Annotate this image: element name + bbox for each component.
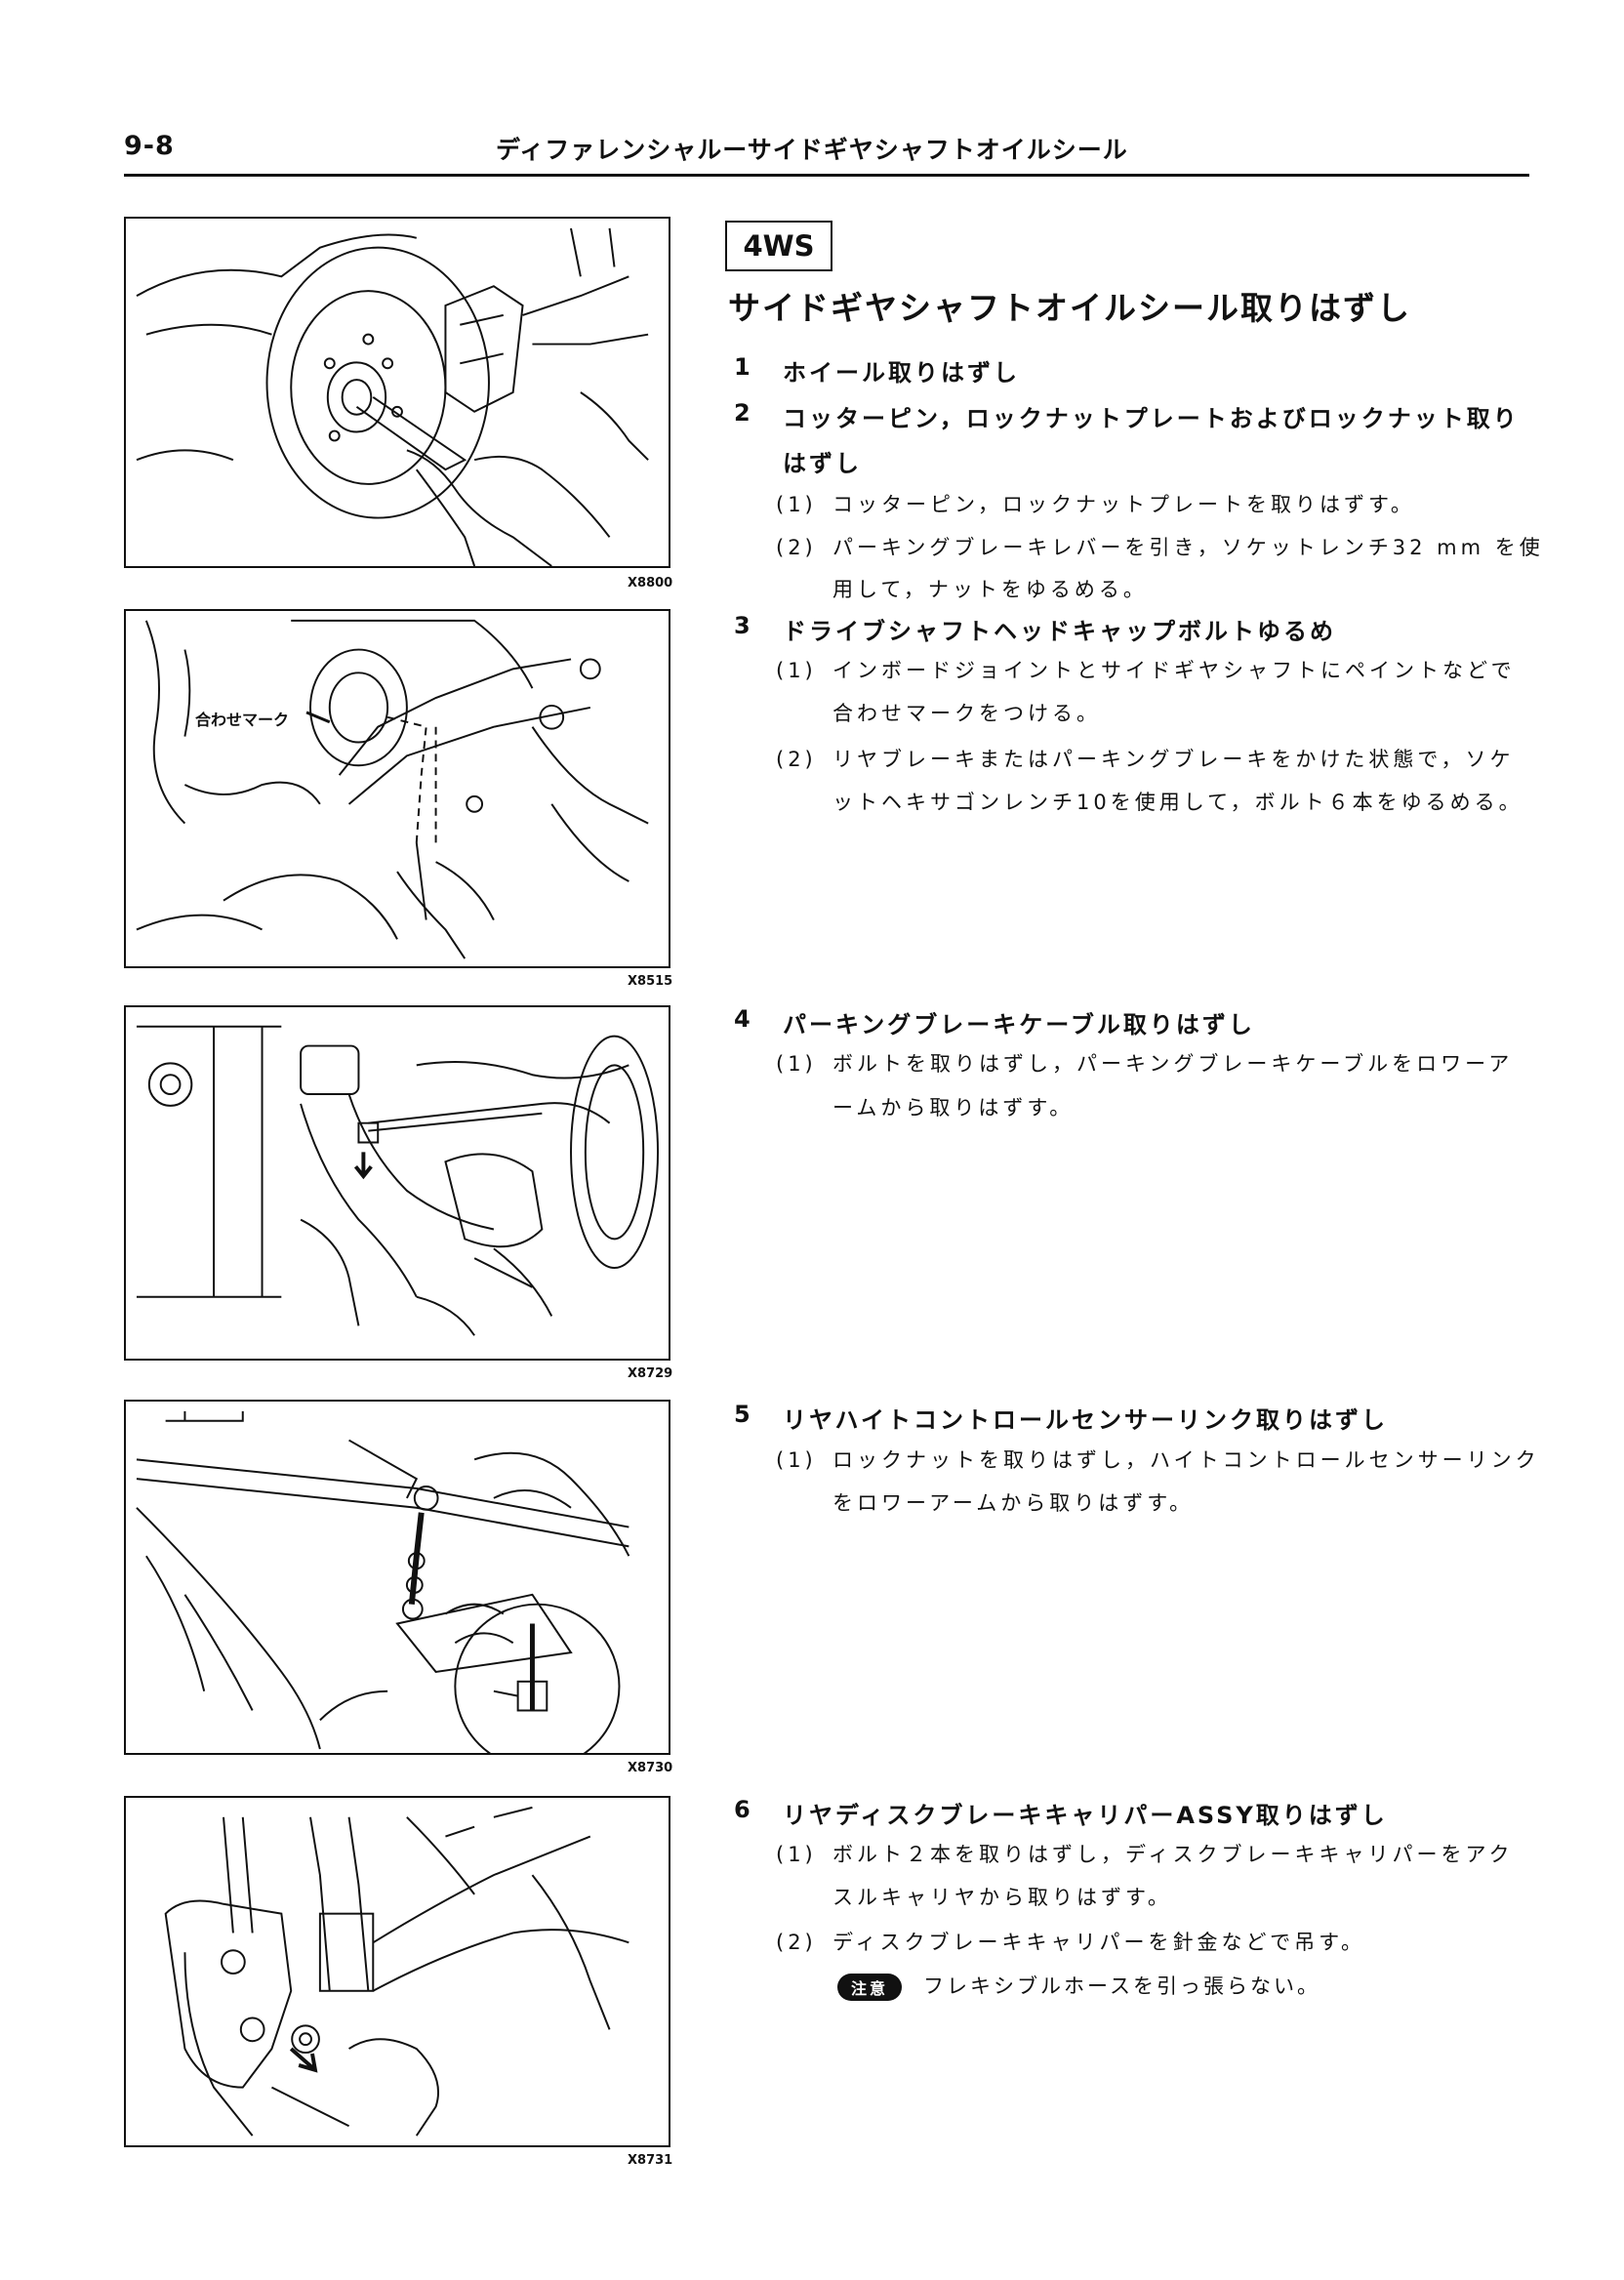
step-title: コッターピン，ロックナットプレートおよびロックナット取り (783, 405, 1520, 432)
step-title: ドライブシャフトヘッドキャップボルトゆるめ (783, 618, 1336, 645)
alignment-mark-label: 合わせマーク (195, 711, 290, 729)
caution-note: 注意フレキシブルホースを引っ張らない。 (837, 1971, 1320, 2001)
page-number: 9-8 (124, 131, 175, 161)
figure-code: X8730 (628, 1761, 673, 1775)
wheel-hub-illustration (136, 227, 649, 566)
step-number: 6 (734, 1796, 753, 1823)
parking-brake-cable-illustration (136, 1025, 660, 1336)
step-title: ホイール取りはずし (783, 359, 1020, 387)
substep-number: (2) (776, 748, 817, 771)
substep-line: をロワーアームから取りはずす。 (832, 1491, 1195, 1515)
substep-line: 合わせマークをつける。 (832, 702, 1101, 725)
caution-text: フレキシブルホースを引っ張らない。 (923, 1975, 1320, 1998)
running-title: ディファレンシャルーサイドギヤシャフトオイルシール (496, 136, 1128, 164)
figure-code: X8515 (628, 974, 673, 989)
step-title: リヤハイトコントロールセンサーリンク取りはずし (783, 1406, 1389, 1434)
figure-height-sensor-link (124, 1400, 670, 1755)
substep-number: (1) (776, 1448, 817, 1472)
caution-badge: 注意 (837, 1974, 903, 2001)
figure-code: X8800 (628, 576, 673, 590)
figure-wheel-hub (124, 217, 670, 568)
substep-line: コッターピン，ロックナットプレートを取りはずす。 (832, 493, 1415, 516)
step-title: パーキングブレーキケーブル取りはずし (783, 1011, 1255, 1038)
figure-drive-shaft (124, 609, 670, 968)
drive-shaft-illustration (136, 619, 649, 959)
substep-line: ディスクブレーキキャリパーを針金などで吊す。 (832, 1931, 1366, 1954)
substep-line: パーキングブレーキレバーを引き，ソケットレンチ32 mm を使 (832, 536, 1544, 559)
figure-code: X8731 (628, 2153, 673, 2168)
brake-caliper-illustration (164, 1806, 629, 2137)
step-title: リヤディスクブレーキキャリパーASSY取りはずし (783, 1802, 1388, 1829)
figure-brake-caliper (124, 1796, 670, 2147)
header-rule (124, 174, 1529, 177)
step-number: 1 (734, 353, 753, 381)
substep-line: 用して，ナットをゆるめる。 (832, 578, 1148, 601)
substep-line: ボルトを取りはずし，パーキングブレーキケーブルをロワーア (832, 1052, 1514, 1076)
substep-line: ボルト２本を取りはずし，ディスクブレーキキャリパーをアク (832, 1843, 1514, 1866)
substep-number: (1) (776, 1052, 817, 1076)
step-number: 5 (734, 1401, 753, 1428)
substep-line: ットヘキサゴンレンチ10を使用して，ボルト６本をゆるめる。 (832, 791, 1523, 814)
substep-number: (1) (776, 1843, 817, 1866)
model-badge: 4WS (725, 221, 832, 271)
substep-line: ームから取りはずす。 (832, 1096, 1075, 1120)
step-number: 4 (734, 1005, 753, 1033)
substep-number: (2) (776, 1931, 817, 1954)
section-title: サイドギヤシャフトオイルシール取りはずし (728, 289, 1411, 327)
substep-line: スルキャリヤから取りはずす。 (832, 1886, 1172, 1909)
substep-line: ロックナットを取りはずし，ハイトコントロールセンサーリンク (832, 1448, 1540, 1472)
step-title-cont: はずし (783, 450, 862, 477)
substep-line: リヤブレーキまたはパーキングブレーキをかけた状態で，ソケ (832, 748, 1515, 771)
height-sensor-link-illustration (136, 1410, 630, 1753)
substep-number: (1) (776, 493, 817, 516)
figure-parking-brake-cable (124, 1005, 670, 1361)
step-number: 3 (734, 612, 753, 639)
substep-number: (2) (776, 536, 817, 559)
step-number: 2 (734, 399, 753, 427)
figure-code: X8729 (628, 1366, 673, 1381)
substep-number: (1) (776, 659, 817, 682)
substep-line: インボードジョイントとサイドギヤシャフトにペイントなどで (832, 659, 1516, 682)
